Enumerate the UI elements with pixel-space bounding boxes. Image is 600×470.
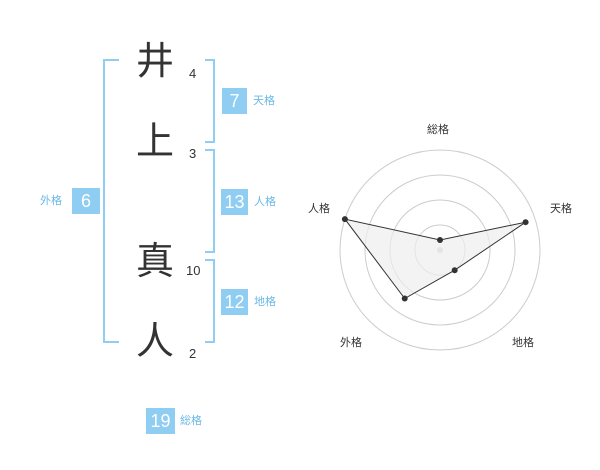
radar-label-gaikaku: 外格 <box>340 336 362 349</box>
radar-point-3 <box>451 267 458 274</box>
chikaku-label: 地格 <box>254 295 276 308</box>
stroke-count-4: 2 <box>189 346 197 361</box>
soukaku-label: 総格 <box>180 414 202 427</box>
stroke-count-2: 3 <box>189 146 197 161</box>
name-char-2: 上 <box>135 119 174 163</box>
chikaku-bracket <box>205 259 215 343</box>
tenkaku-bracket <box>205 59 215 143</box>
jinkaku-badge: 13 <box>221 189 248 215</box>
name-char-4: 人 <box>135 319 174 363</box>
radar-label-jinkaku: 人格 <box>308 202 330 215</box>
jinkaku-bracket <box>205 149 215 253</box>
gaikaku-label: 外格 <box>40 194 62 207</box>
radar-ring-3 <box>364 174 516 326</box>
name-char-1: 井 <box>135 39 174 83</box>
gaikaku-badge: 6 <box>72 188 100 214</box>
soukaku-badge: 19 <box>146 408 175 434</box>
radar-label-tenkaku: 天格 <box>550 202 572 215</box>
stroke-count-3: 10 <box>186 263 201 278</box>
radar-point-5 <box>341 216 348 223</box>
gaikaku-bracket <box>103 59 119 343</box>
radar-ring-4 <box>339 149 541 351</box>
stroke-count-1: 4 <box>189 66 197 81</box>
radar-label-soukaku: 総格 <box>427 123 449 136</box>
radar-point-2 <box>522 219 529 226</box>
name-char-3: 真 <box>135 239 174 283</box>
tenkaku-badge: 7 <box>222 88 247 114</box>
tenkaku-label: 天格 <box>253 94 275 107</box>
jinkaku-label: 人格 <box>254 195 276 208</box>
chikaku-badge: 12 <box>221 289 248 315</box>
radar-series-polygon <box>343 218 526 300</box>
radar-point-4 <box>401 295 408 302</box>
radar-label-chikaku: 地格 <box>512 336 534 349</box>
radar-point-1 <box>437 237 443 243</box>
